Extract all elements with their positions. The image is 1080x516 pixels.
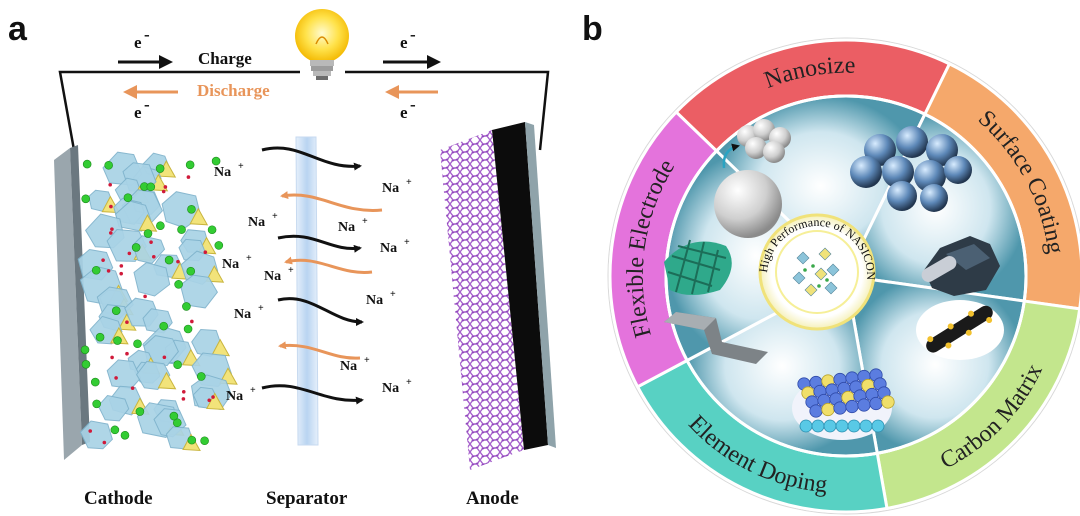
ion-charge-superscript: +	[250, 385, 256, 396]
electron-label-top-right: e	[400, 33, 408, 52]
element-doping-illustration	[792, 368, 895, 440]
ion-charge-superscript: +	[258, 303, 264, 314]
ion-charge-superscript: +	[390, 289, 396, 300]
cathode-electrode	[54, 145, 238, 460]
na-ion-label: Na	[366, 293, 383, 308]
electron-charge-sign: -	[144, 95, 150, 114]
ion-charge-superscript: +	[406, 177, 412, 188]
na-ion-label: Na	[380, 241, 397, 256]
na-ion-label: Na	[226, 389, 243, 404]
electron-label-bottom-left: e	[134, 103, 142, 122]
na-ion-label: Na	[340, 359, 357, 374]
ion-charge-superscript: +	[246, 253, 252, 264]
na-ion-label: Na	[222, 257, 239, 272]
light-bulb-icon	[295, 9, 349, 80]
na-ion-label: Na	[338, 220, 355, 235]
surface-coating-illustration	[850, 126, 972, 212]
ion-charge-superscript: +	[238, 161, 244, 172]
nanosize-illustration	[714, 119, 791, 238]
ion-charge-superscript: +	[364, 355, 370, 366]
panel-a-letter: a	[8, 10, 28, 48]
electron-label-top-left: e	[134, 33, 142, 52]
na-ion-label: Na	[248, 215, 265, 230]
na-ion-label: Na	[382, 381, 399, 396]
ion-charge-superscript: +	[406, 377, 412, 388]
ion-charge-superscript: +	[404, 237, 410, 248]
electron-label-bottom-right: e	[400, 103, 408, 122]
panel-a: a e - e - Charge Discharge e - e -	[8, 9, 556, 509]
separator-label: Separator	[266, 488, 348, 509]
anode-electrode	[440, 122, 556, 470]
na-ion-label: Na	[234, 307, 251, 322]
electron-charge-sign: -	[410, 25, 416, 44]
cathode-label: Cathode	[84, 488, 153, 509]
ion-charge-superscript: +	[272, 211, 278, 222]
electron-charge-sign: -	[410, 95, 416, 114]
na-ion-label: Na	[214, 165, 231, 180]
ion-transport-arrows	[261, 146, 383, 405]
circuit-wire	[58, 70, 550, 151]
sodium-ion-labels: Na Na Na Na Na Na Na Na Na Na Na Na + + + +…	[214, 161, 412, 404]
electron-charge-sign: -	[144, 25, 150, 44]
nasicon-crystal-icon	[792, 247, 840, 297]
discharge-label: Discharge	[197, 81, 270, 100]
na-ion-label: Na	[264, 269, 281, 284]
na-ion-label: Na	[382, 181, 399, 196]
anode-label: Anode	[466, 488, 519, 509]
carbon-matrix-illustration	[916, 236, 1004, 360]
charge-label: Charge	[198, 49, 252, 68]
panel-b-letter: b	[582, 10, 603, 48]
separator-membrane	[295, 136, 319, 446]
ion-charge-superscript: +	[362, 216, 368, 227]
ion-charge-superscript: +	[288, 265, 294, 276]
flexible-electrode-illustration	[664, 239, 768, 364]
